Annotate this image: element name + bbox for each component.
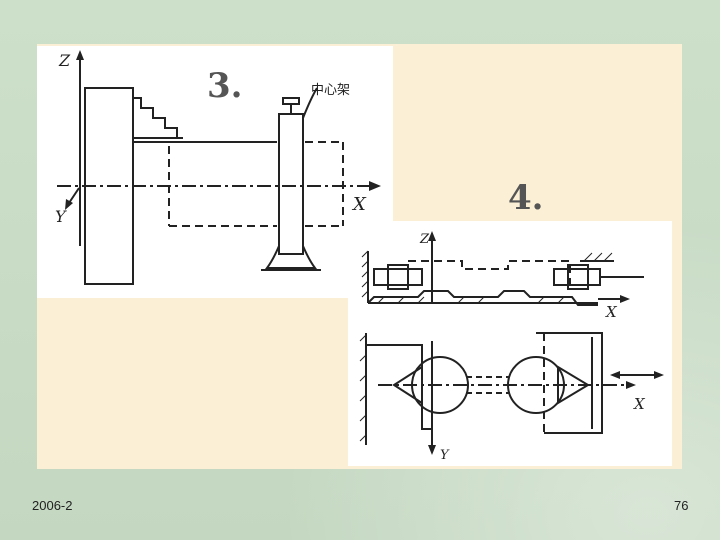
figure-4-axis-x-top: X	[605, 303, 618, 321]
figure-4-axis-x-bottom: X	[633, 395, 646, 413]
figure-3-callout-label: 中心架	[311, 83, 350, 98]
figure-3-drawing: Z X Y 中心架	[55, 50, 381, 285]
footer-date: 2006-2	[32, 498, 73, 513]
figure-4-number: 4.	[508, 178, 544, 218]
figure-3-axis-y: Y	[55, 207, 67, 226]
figure-3-axis-x: X	[351, 194, 367, 215]
figure-4-axis-z: Z	[419, 232, 430, 247]
footer-page-number: 76	[674, 498, 689, 513]
figure-4: Z X X Y	[348, 221, 672, 466]
figure-4-drawing: Z X X Y	[359, 231, 664, 463]
figure-3-number: 3.	[207, 66, 243, 106]
figure-3: Z X Y 中心架 3.	[37, 46, 393, 298]
figure-3-axis-z: Z	[58, 51, 71, 70]
figure-4-axis-y: Y	[440, 448, 450, 463]
